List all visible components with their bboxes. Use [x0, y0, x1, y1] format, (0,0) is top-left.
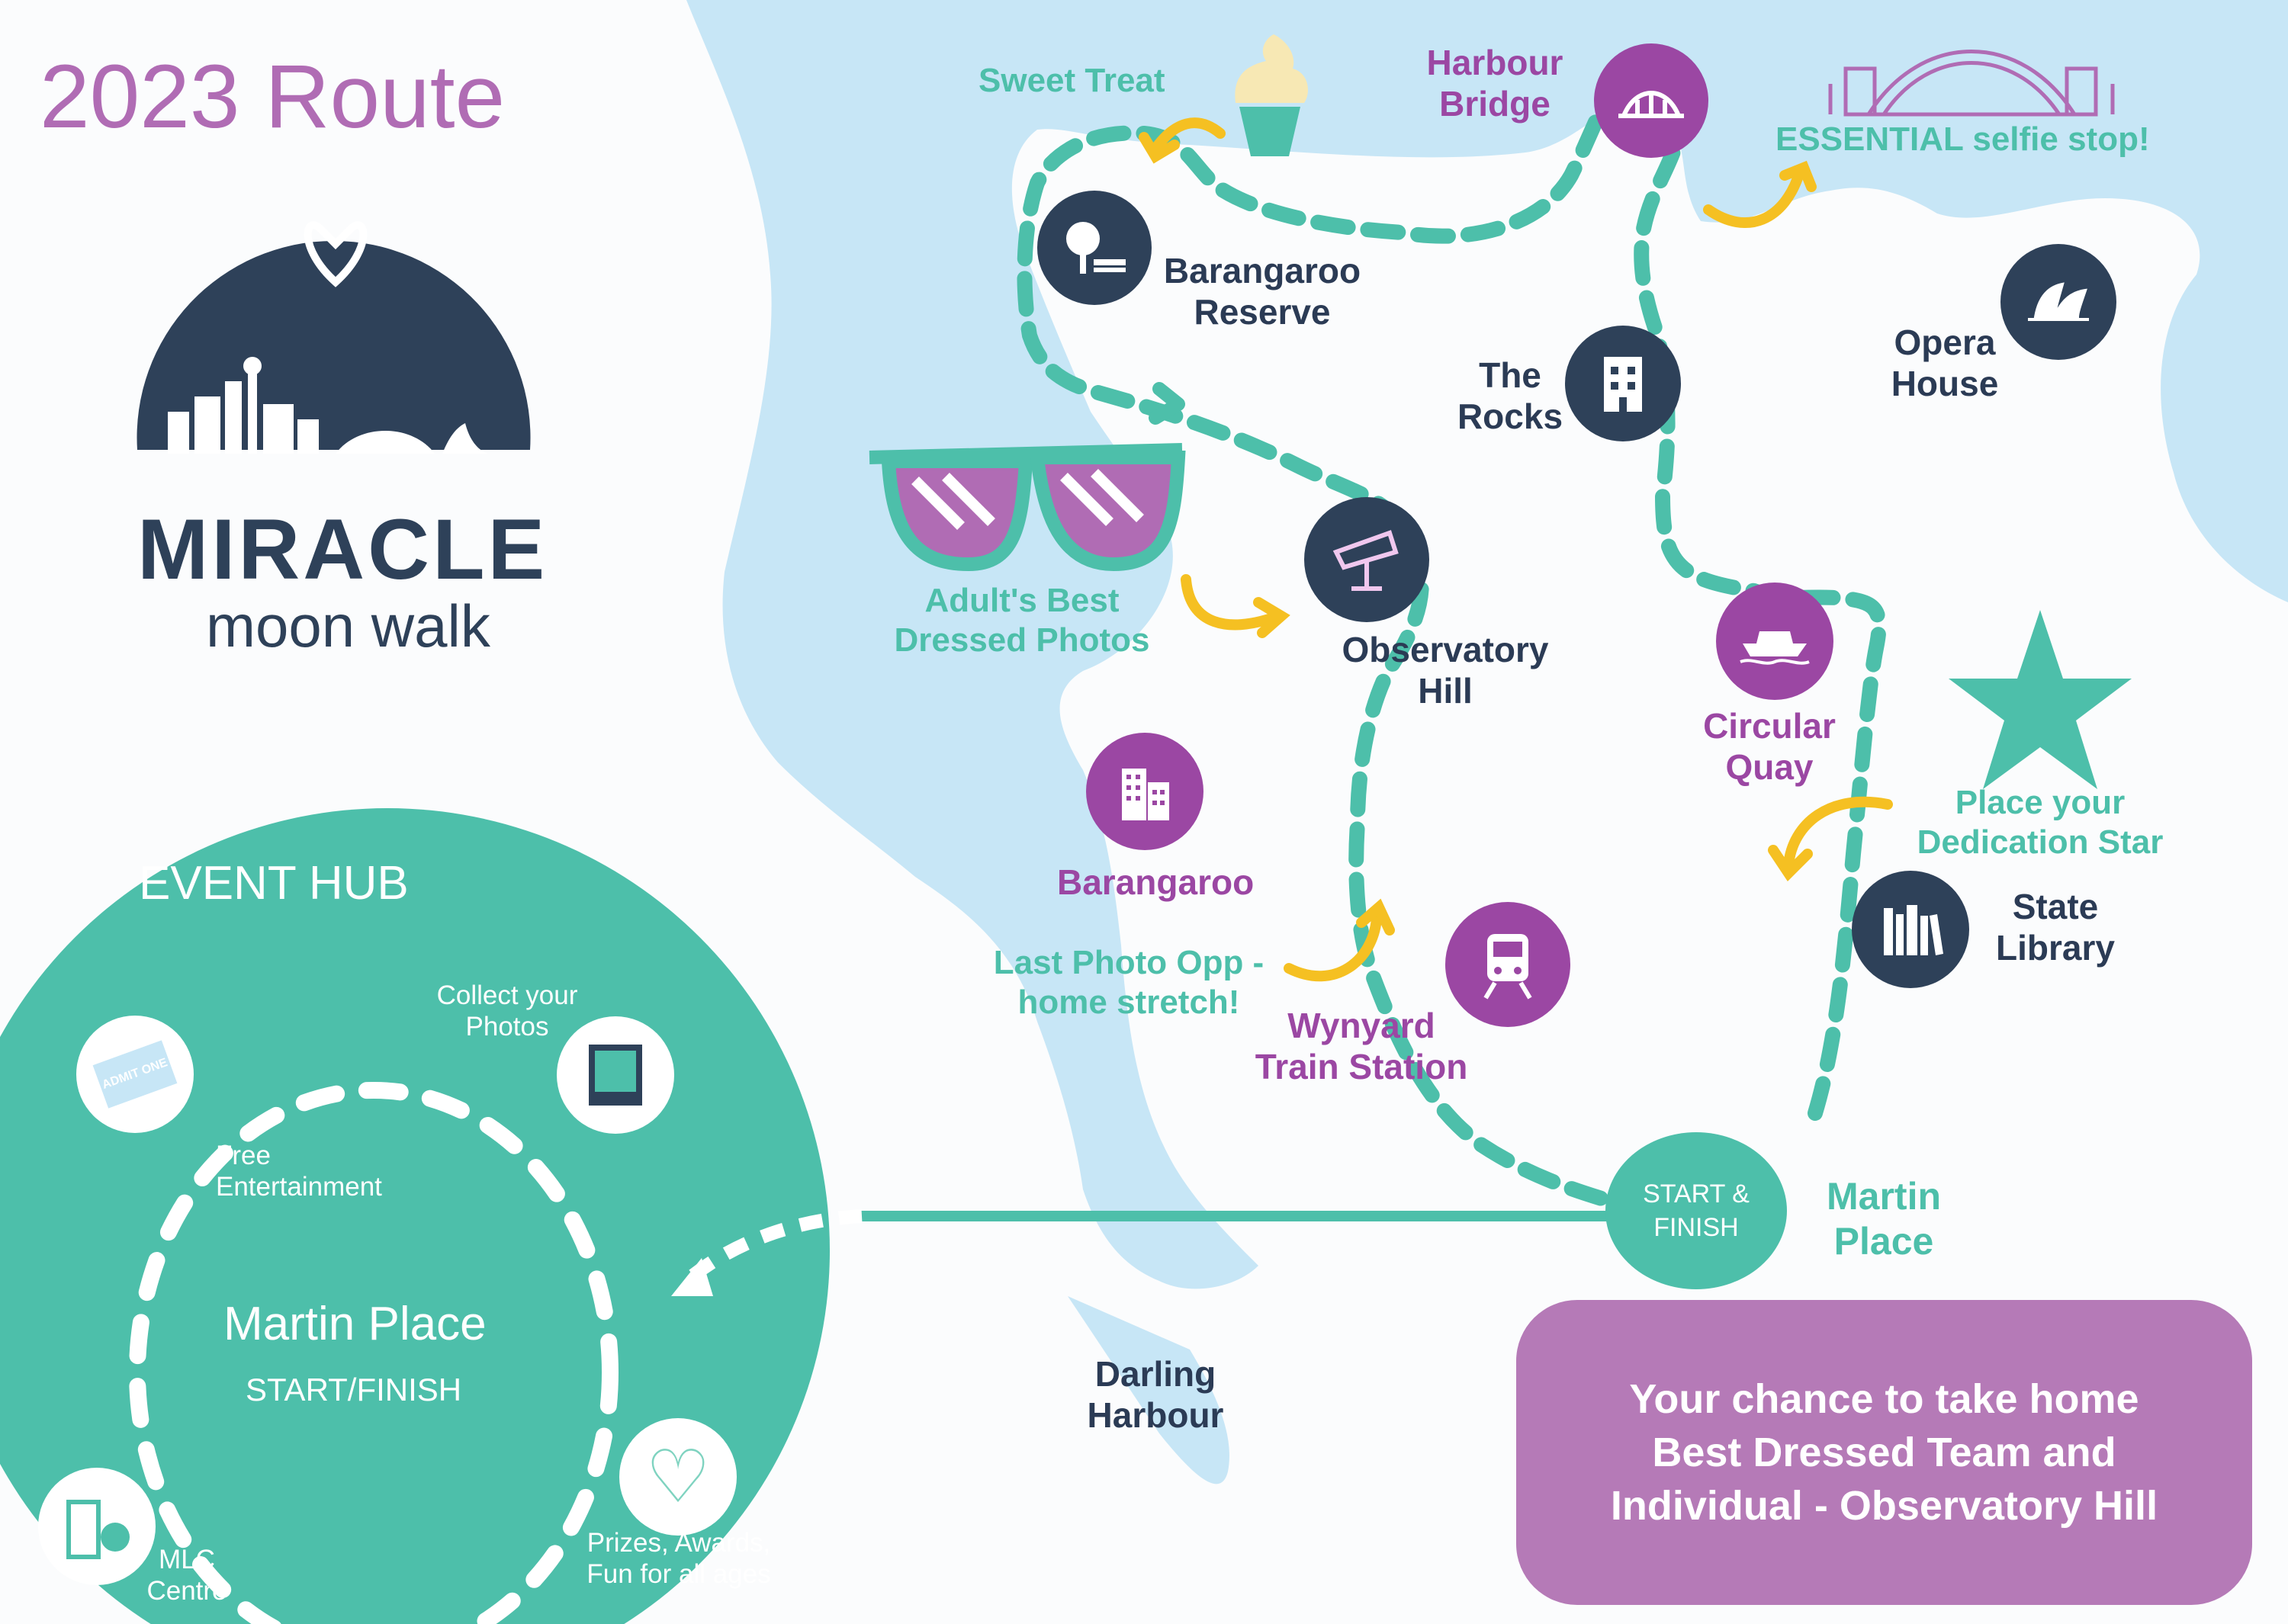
selfie-stop-callout: ESSENTIAL selfie stop!	[1775, 120, 2150, 158]
barangaroo-pin	[1086, 733, 1203, 850]
opera-house-icon	[2028, 282, 2089, 321]
ticket-text: ADMIT ONE	[100, 1056, 169, 1092]
city-buildings-icon	[1122, 769, 1169, 820]
harbour-bridge-label: Harbour Bridge	[1426, 43, 1563, 124]
mlc-building-icon	[38, 1468, 156, 1585]
callout-arrows	[1139, 117, 1893, 982]
building-icon	[1604, 357, 1642, 412]
logo-wordmark-primary: MIRACLE	[137, 502, 548, 597]
sweet-treat-callout: Sweet Treat	[979, 62, 1165, 99]
hub-collect-photos-label: Collect your Photos	[436, 980, 578, 1042]
hub-free-entertainment-label: Free Entertainment	[216, 1141, 382, 1202]
telescope-icon	[1332, 530, 1399, 591]
ferry-icon	[1740, 621, 1810, 665]
hub-center-subtitle: START/FINISH	[246, 1372, 462, 1407]
heart-prize-icon: ♡	[619, 1418, 737, 1536]
the-rocks-label: The Rocks	[1457, 355, 1563, 437]
last-photo-callout: Last Photo Opp - home stretch!	[993, 944, 1265, 1021]
ice-cream-icon	[1235, 34, 1308, 156]
event-hub-heading: EVENT HUB	[139, 857, 409, 910]
darling-harbour-water	[1068, 1296, 1229, 1484]
page-title: 2023 Route	[40, 47, 506, 147]
last-photo-arrow	[1284, 913, 1382, 982]
dedication-star-callout: Place your Dedication Star	[1917, 784, 2164, 861]
hub-prizes-label: Prizes, Awards, Fun for all ages	[586, 1528, 771, 1590]
admit-one-ticket-icon: ADMIT ONE	[76, 1016, 194, 1133]
state-library-label: State Library	[1996, 887, 2115, 968]
photos-arrow	[1181, 574, 1279, 631]
photo-frame-icon	[557, 1016, 674, 1134]
park-tree-bench-icon	[1066, 222, 1126, 274]
best-dressed-photos-callout: Adult's Best Dressed Photos	[894, 582, 1150, 659]
harbour-water	[686, 0, 2288, 1289]
event-hub-disc	[0, 808, 830, 1624]
start-finish-label: START & FINISH	[1643, 1179, 1750, 1242]
ticket-shape: ADMIT ONE	[92, 1040, 178, 1109]
sweet-treat-arrow	[1150, 117, 1226, 154]
observatory-hill-pin	[1304, 497, 1429, 622]
selfie-arrow	[1703, 166, 1805, 228]
observatory-hill-label: Observatory Hill	[1342, 630, 1549, 711]
star-arrow	[1783, 796, 1893, 871]
opera-house-pin	[2000, 244, 2116, 360]
harbour-bridge-outline-illustration	[1828, 50, 2115, 117]
moon-logo	[137, 221, 531, 454]
hub-entry-arrowhead	[671, 1258, 713, 1296]
hub-center-title: Martin Place	[223, 1298, 487, 1350]
start-finish-pin: START & FINISH	[1605, 1132, 1787, 1289]
route-arrowhead	[1149, 382, 1185, 425]
barangaroo-reserve-pin	[1037, 191, 1152, 305]
sunglasses-icon	[869, 443, 1186, 572]
darling-harbour-label: Darling Harbour	[1087, 1354, 1224, 1436]
harbour-bridge-pin	[1594, 43, 1708, 158]
barangaroo-reserve-label: Barangaroo Reserve	[1163, 251, 1361, 332]
wynyard-station-label: Wynyard Train Station	[1255, 1006, 1468, 1087]
circular-quay-label: Circular Quay	[1703, 706, 1836, 788]
books-icon	[1884, 905, 1943, 955]
dedication-star-icon	[1949, 610, 2132, 789]
circular-quay-pin	[1716, 583, 1833, 700]
state-library-pin	[1852, 871, 1969, 988]
barangaroo-label: Barangaroo	[1057, 862, 1255, 902]
banner-text: Your chance to take home Best Dressed Te…	[1610, 1375, 2158, 1529]
logo-wordmark-secondary: moon walk	[206, 592, 490, 660]
opera-house-label: Opera House	[1891, 323, 1999, 404]
bridge-icon	[1618, 91, 1684, 118]
wynyard-station-pin	[1445, 902, 1570, 1027]
train-icon	[1483, 934, 1532, 1000]
hub-mlc-centre-label: MLC Centre	[146, 1545, 227, 1606]
martin-place-label: Martin Place	[1827, 1175, 1941, 1263]
hub-dashed-loop	[129, 1082, 619, 1624]
the-rocks-pin	[1565, 326, 1681, 441]
best-dressed-banner: Your chance to take home Best Dressed Te…	[1516, 1300, 2252, 1605]
